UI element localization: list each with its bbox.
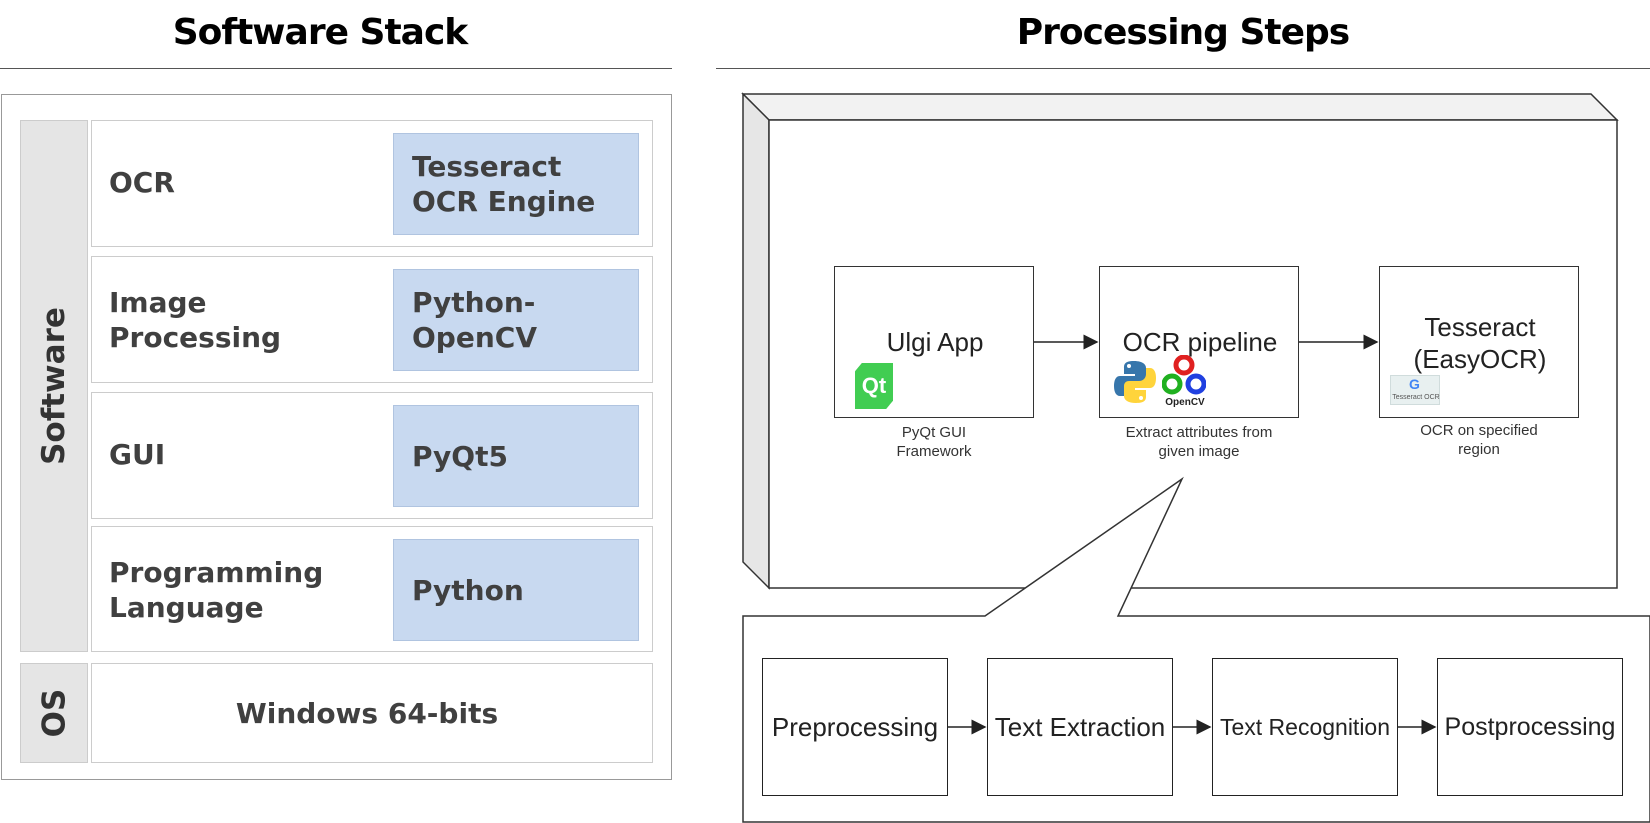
left-title-rule bbox=[0, 68, 672, 69]
os-band: OS bbox=[20, 663, 88, 763]
right-title-rule bbox=[716, 68, 1650, 69]
callout-bubble bbox=[742, 476, 1650, 823]
stack-row-image-processing: Image Processing Python-OpenCV bbox=[91, 256, 653, 383]
python-logo-icon bbox=[1114, 361, 1156, 403]
stack-row-label: Programming Language bbox=[109, 556, 324, 624]
node-ulgi-app: Ulgi App Qt bbox=[834, 266, 1034, 418]
stack-row-tech: Python-OpenCV bbox=[393, 269, 639, 371]
stack-row-label: Image Processing bbox=[109, 286, 282, 354]
step-postprocessing: Postprocessing bbox=[1437, 658, 1623, 796]
node-caption-ulgi-app: PyQt GUI Framework bbox=[896, 424, 972, 460]
stack-row-tech: PyQt5 bbox=[393, 405, 639, 507]
node-ocr-pipeline: OCR pipeline OpenCV bbox=[1099, 266, 1299, 418]
qt-logo-icon: Qt bbox=[855, 363, 893, 409]
step-text-recognition: Text Recognition bbox=[1212, 658, 1398, 796]
stack-row-label: GUI bbox=[109, 438, 166, 471]
os-value: Windows 64-bits bbox=[235, 696, 499, 730]
frame-left-bevel bbox=[742, 92, 770, 590]
node-caption-ocr-pipeline: Extract attributes from given image bbox=[1125, 424, 1273, 460]
stack-row-programming-language: Programming Language Python bbox=[91, 526, 653, 652]
stack-row-os: Windows 64-bits bbox=[91, 663, 653, 763]
processing-steps-title: Processing Steps bbox=[1016, 12, 1351, 53]
opencv-logo-text: OpenCV bbox=[1165, 397, 1205, 408]
node-label: Ulgi App bbox=[886, 327, 984, 357]
step-preprocessing: Preprocessing bbox=[762, 658, 948, 796]
node-caption-tesseract: OCR on specified region bbox=[1420, 422, 1538, 458]
step-text-extraction: Text Extraction bbox=[987, 658, 1173, 796]
stack-row-gui: GUI PyQt5 bbox=[91, 392, 653, 519]
software-band: Software bbox=[20, 120, 88, 652]
node-tesseract: Tesseract (EasyOCR) G Tesseract OCR bbox=[1379, 266, 1579, 418]
software-stack-title: Software Stack bbox=[172, 12, 469, 53]
frame-top-bevel bbox=[741, 93, 1619, 121]
opencv-logo-icon bbox=[1162, 355, 1206, 395]
node-label: OCR pipeline bbox=[1122, 327, 1278, 357]
stack-row-tech: Python bbox=[393, 539, 639, 641]
stack-row-label: OCR bbox=[109, 166, 175, 199]
node-label: Tesseract (EasyOCR) bbox=[1413, 312, 1547, 374]
tesseract-ocr-logo-icon: G Tesseract OCR bbox=[1390, 375, 1440, 405]
